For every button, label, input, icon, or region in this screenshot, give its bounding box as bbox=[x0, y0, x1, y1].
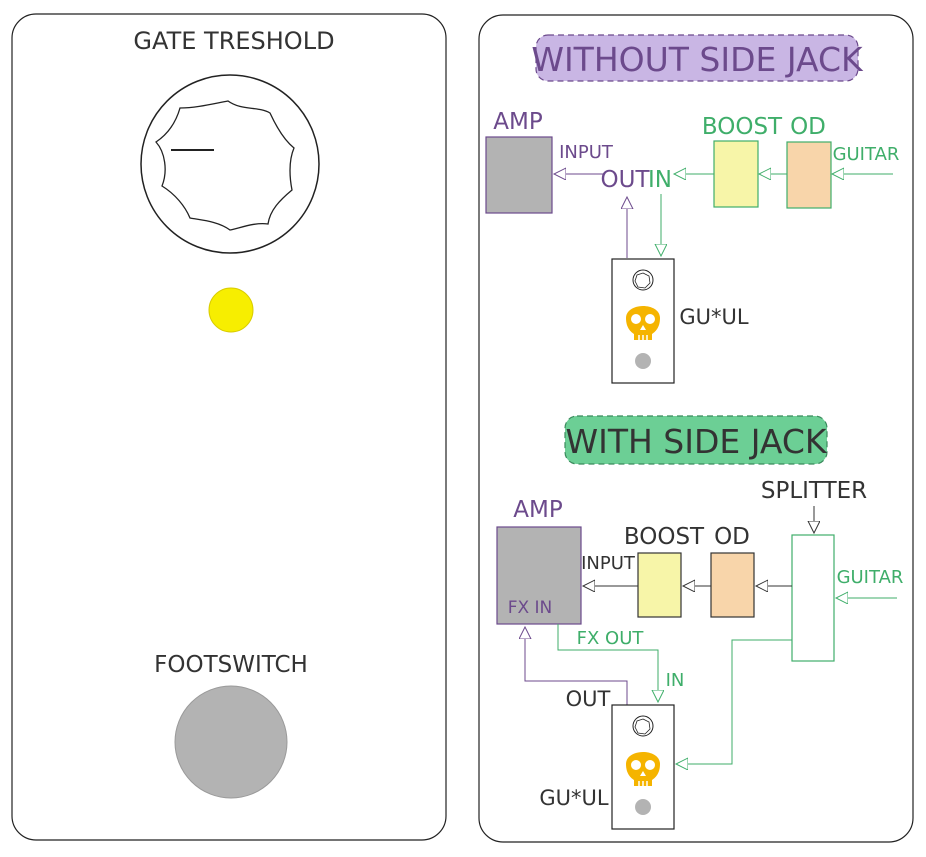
amp-box-2 bbox=[496, 526, 582, 625]
boost-box-1 bbox=[713, 140, 759, 208]
guitar-label-1: GUITAR bbox=[833, 144, 900, 165]
guul-pedal-1 bbox=[611, 258, 675, 384]
pedal-label-2: GU*UL bbox=[539, 786, 609, 810]
wire-fx-out-to-pedal bbox=[557, 624, 658, 702]
input-label-1: INPUT bbox=[559, 142, 614, 163]
boost-label-1: BOOST bbox=[702, 114, 783, 140]
in-label-1: IN bbox=[648, 167, 672, 193]
boost-box-2 bbox=[637, 552, 682, 618]
knob-cap bbox=[155, 100, 295, 231]
footswitch-label: FOOTSWITCH bbox=[154, 652, 308, 678]
guitar-label-2: GUITAR bbox=[837, 567, 904, 588]
title-badge-with bbox=[564, 415, 828, 465]
wire-splitter-to-pedal-side bbox=[676, 639, 792, 764]
gate-threshold-knob[interactable] bbox=[140, 74, 320, 254]
title-with-side-jack: WITH SIDE JACK bbox=[565, 422, 827, 461]
od-box-2 bbox=[710, 552, 755, 618]
fx-out-label: FX OUT bbox=[577, 628, 645, 649]
in-label-2: IN bbox=[666, 670, 685, 691]
amp-label-2: AMP bbox=[513, 497, 563, 523]
splitter-label: SPLITTER bbox=[761, 478, 867, 504]
fx-in-label: FX IN bbox=[508, 598, 553, 618]
pedal-label-1: GU*UL bbox=[679, 305, 749, 329]
status-led bbox=[208, 287, 254, 333]
amp-label-1: AMP bbox=[493, 109, 543, 135]
out-label-2: OUT bbox=[566, 687, 611, 711]
title-without-side-jack: WITHOUT SIDE JACK bbox=[531, 40, 864, 79]
left-pedal-panel bbox=[11, 13, 447, 841]
title-badge-without bbox=[535, 34, 859, 82]
footswitch-button[interactable] bbox=[174, 685, 288, 799]
od-label-2: OD bbox=[714, 524, 750, 550]
guul-pedal-2 bbox=[611, 704, 675, 830]
splitter-box bbox=[791, 534, 835, 662]
out-label-1: OUT bbox=[601, 167, 651, 193]
knob-label: GATE TRESHOLD bbox=[133, 27, 334, 55]
od-label-1: OD bbox=[790, 114, 826, 140]
boost-label-2: BOOST bbox=[624, 524, 705, 550]
od-box-1 bbox=[786, 141, 832, 209]
input-label-2: INPUT bbox=[581, 553, 636, 574]
wire-pedal-out-to-fx-in bbox=[525, 627, 628, 705]
amp-box-1 bbox=[485, 136, 553, 214]
